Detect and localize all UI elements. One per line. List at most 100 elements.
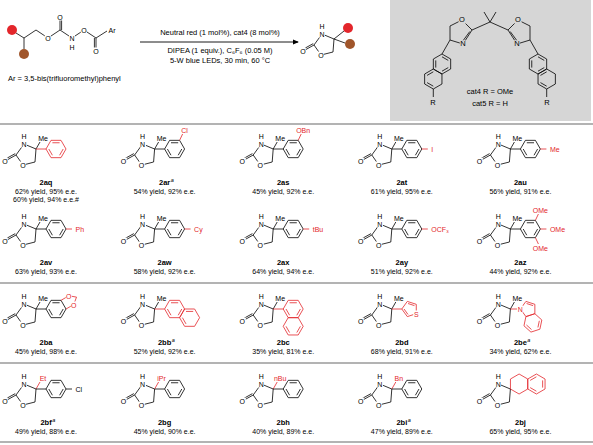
atom-label: Me (38, 215, 49, 222)
bond (509, 389, 510, 402)
atom-label: N (69, 35, 75, 42)
atom-label: H (377, 293, 383, 300)
bond (155, 309, 165, 310)
atom-label: O (45, 35, 51, 42)
bond (407, 237, 417, 238)
atom-label: N (319, 31, 325, 38)
bond (441, 74, 442, 84)
catalyst-panel: ONNORRcat4 R = OMecat5 R = H (390, 0, 591, 121)
bond (180, 309, 185, 318)
bond (52, 222, 59, 223)
bond (527, 142, 534, 143)
atom-label: OMe (532, 207, 548, 214)
bond (46, 140, 51, 149)
atom-label: O (20, 402, 26, 409)
bond (528, 389, 537, 394)
yield-label: 64% yield, 94% e.e. (252, 268, 314, 275)
bond (392, 149, 402, 150)
bond (546, 59, 547, 69)
atom-label: O (66, 292, 72, 299)
atom-label: H (495, 213, 501, 220)
bond (535, 214, 538, 220)
yield-label: 35% yield, 81% e.e. (252, 348, 314, 355)
atom-label: nBu (273, 375, 286, 382)
compound-number: 2bg (158, 419, 171, 427)
bond (36, 142, 40, 149)
bond (402, 309, 408, 317)
bond (297, 389, 301, 395)
compound-number: 2aq (40, 179, 53, 187)
bond (417, 380, 422, 389)
bond (195, 318, 200, 327)
bond (180, 318, 185, 327)
bond (167, 309, 171, 315)
yield-label: 45% yield, 92% e.e. (252, 188, 314, 195)
atom-label: N (140, 301, 146, 308)
bond (298, 326, 303, 335)
bond (442, 68, 448, 72)
bond (297, 149, 301, 155)
atom-label: I (431, 146, 434, 153)
bond (49, 309, 53, 315)
atom-label: N (460, 40, 466, 48)
bond (392, 309, 402, 310)
atom-label: H (495, 293, 501, 300)
atom-label: S (413, 310, 419, 317)
atom-label: O (494, 402, 500, 409)
atom-label: O (239, 398, 245, 405)
substituent-ball (345, 39, 355, 49)
atom-label: O (358, 238, 364, 245)
bond (170, 300, 180, 301)
atom-label: O (2, 238, 8, 245)
substituent-ball (7, 25, 17, 35)
bond (51, 317, 61, 318)
atom-label: O (2, 158, 8, 165)
bond (182, 318, 186, 324)
atom-label: O (476, 158, 482, 165)
atom-label: N (21, 141, 27, 148)
bond (530, 388, 536, 392)
yield-label: 34% yield, 62% e.e. (489, 348, 551, 355)
bond (61, 140, 66, 149)
atom-label: O (376, 402, 382, 409)
bond (185, 229, 191, 230)
bond (46, 149, 51, 158)
bond (288, 157, 298, 158)
bond (286, 326, 290, 332)
atom-label: N (517, 306, 523, 313)
atom-label: Me (512, 295, 523, 302)
atom-label: tBu (312, 226, 324, 233)
bond (35, 309, 36, 322)
bond (391, 149, 392, 162)
bond (273, 142, 277, 149)
atom-label: O (93, 48, 99, 55)
bond (542, 380, 543, 387)
atom-label: H (258, 133, 264, 140)
bond (435, 60, 436, 67)
bond (510, 374, 519, 379)
bond (392, 302, 396, 309)
bond (535, 229, 540, 238)
bond (425, 69, 434, 74)
atom-label: Ar (108, 27, 116, 34)
bond (450, 59, 451, 69)
bond (538, 69, 547, 74)
bond (35, 229, 36, 242)
compound-number: 2bc (277, 339, 290, 347)
atom-label: N (377, 141, 383, 148)
bond (540, 229, 546, 230)
condition-text: Ar = 3,5-bis(trifluoromethyl)phenyl (8, 75, 121, 83)
bond (66, 229, 72, 230)
bond (540, 149, 546, 150)
bond (154, 389, 155, 402)
bond (283, 229, 288, 238)
bond (178, 149, 182, 155)
atom-label: O (358, 318, 364, 325)
substituent-ball (343, 23, 353, 33)
bond (0, 283, 593, 284)
compound-number: 2bd (395, 339, 408, 347)
atom-label: H (140, 213, 146, 220)
atom-label: Ph (75, 226, 85, 233)
yield-label: 63% yield, 93% e.e. (15, 268, 77, 275)
atom-label: N (21, 381, 27, 388)
